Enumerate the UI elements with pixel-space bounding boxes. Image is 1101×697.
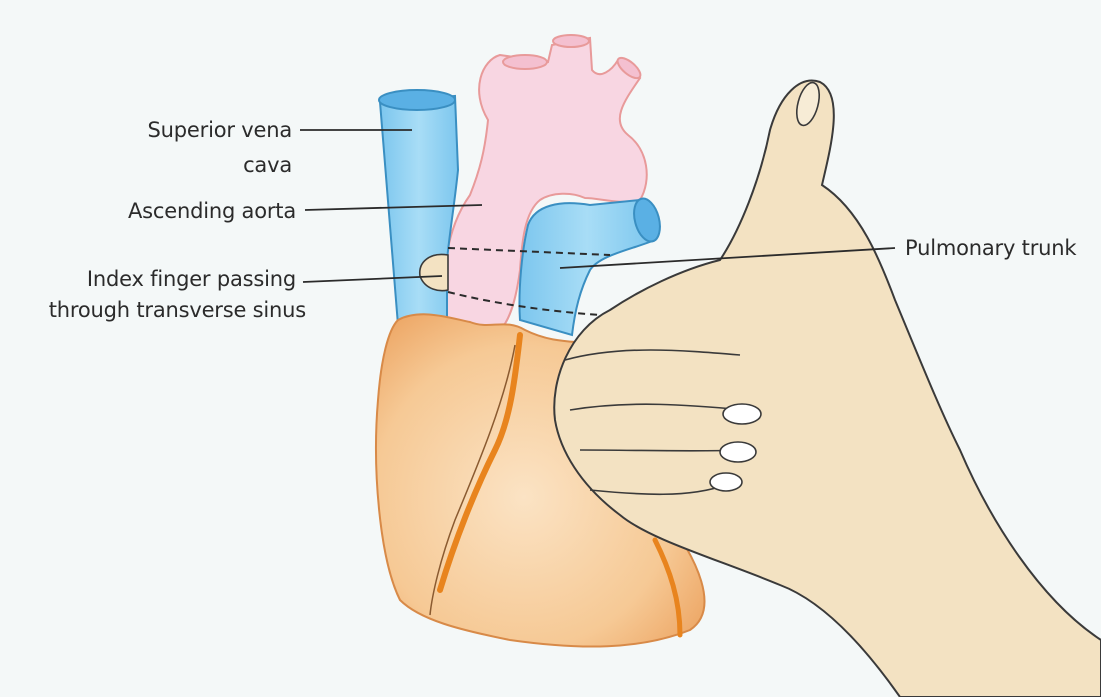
label-pulmonary-trunk: Pulmonary trunk xyxy=(905,235,1095,262)
aorta-branch-top xyxy=(553,35,589,47)
fingernail-2 xyxy=(720,442,756,462)
superior-vena-cava-shape xyxy=(380,96,458,330)
fingernail-1 xyxy=(723,404,761,424)
label-index-finger-1: Index finger passing xyxy=(20,266,296,293)
label-index-finger-2: through transverse sinus xyxy=(0,297,306,324)
label-superior-vena-cava-1: Superior vena xyxy=(110,117,292,144)
aorta-branch-left xyxy=(503,55,547,69)
label-ascending-aorta: Ascending aorta xyxy=(60,198,296,225)
svc-opening xyxy=(379,90,455,110)
label-superior-vena-cava-2: cava xyxy=(110,152,292,179)
finger-crease-3 xyxy=(580,450,740,451)
fingernail-3 xyxy=(710,473,742,491)
